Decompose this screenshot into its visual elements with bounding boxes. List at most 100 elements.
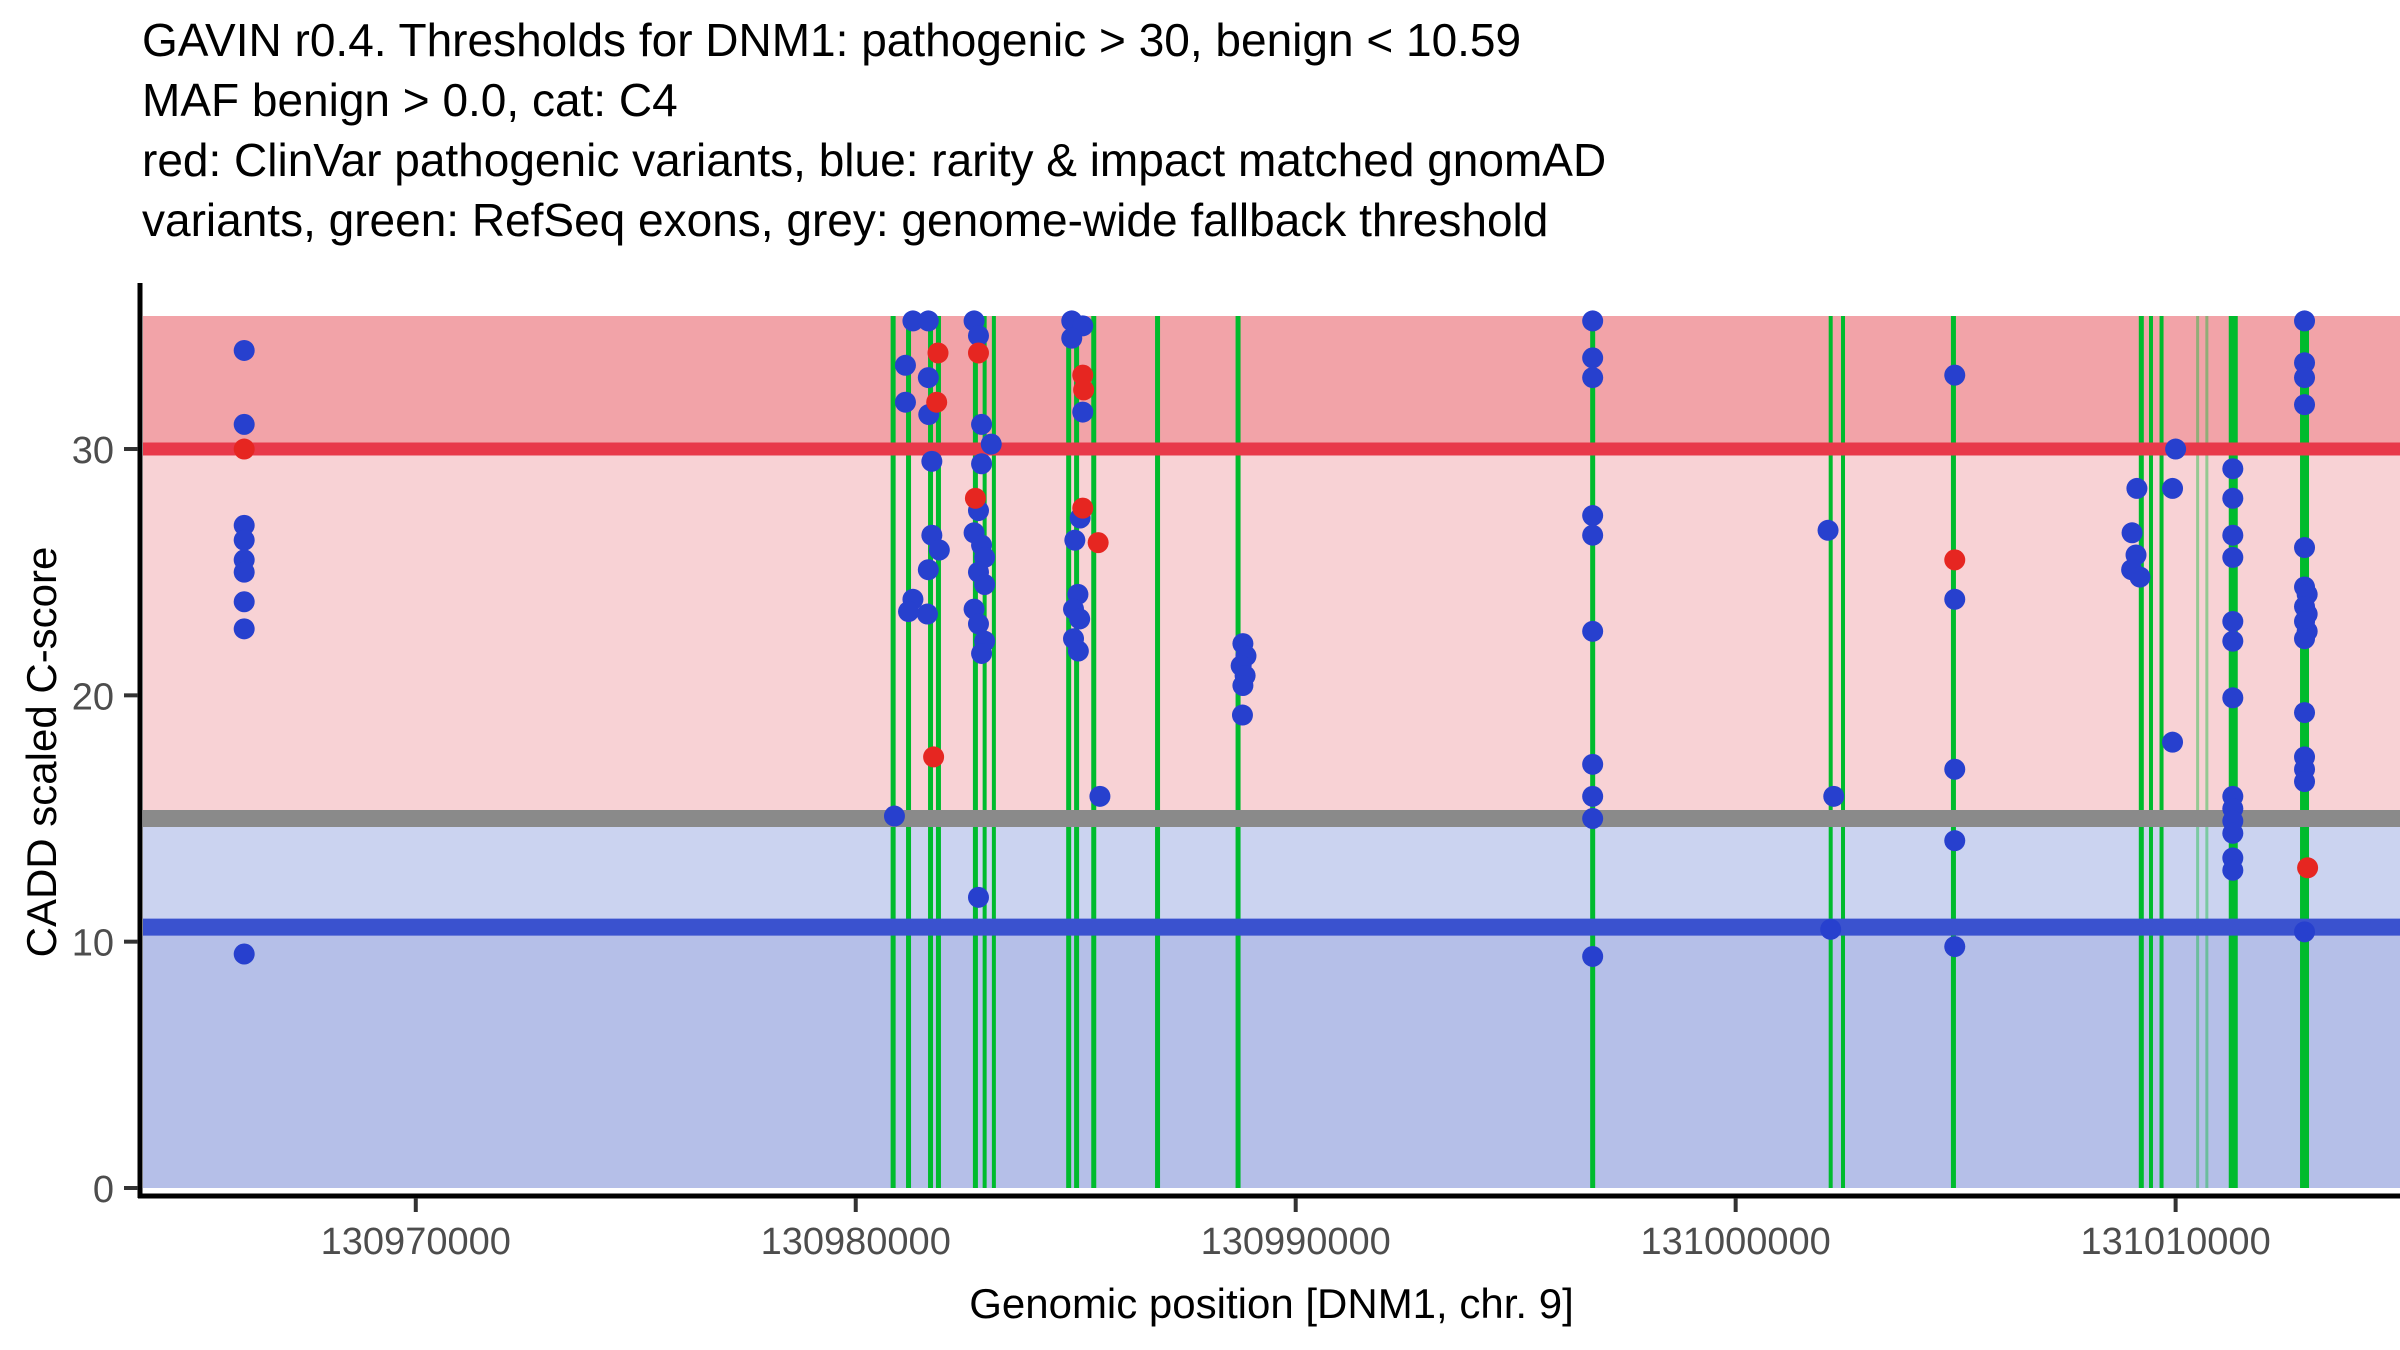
data-point-gnomad — [2294, 628, 2316, 650]
data-point-gnomad — [1067, 640, 1089, 662]
data-point-gnomad — [233, 339, 255, 361]
data-point-gnomad — [894, 391, 916, 413]
data-point-gnomad — [2222, 687, 2244, 709]
x-tick-label: 130970000 — [321, 1221, 511, 1263]
data-point-gnomad — [928, 539, 950, 561]
data-point-gnomad — [2222, 487, 2244, 509]
data-point-gnomad — [2294, 394, 2316, 416]
data-point-gnomad — [1582, 367, 1604, 389]
data-point-gnomad — [1582, 945, 1604, 967]
data-point-clinvar — [1073, 379, 1095, 401]
data-point-gnomad — [1089, 785, 1111, 807]
data-point-gnomad — [894, 354, 916, 376]
data-point-clinvar — [233, 438, 255, 460]
data-point-gnomad — [233, 514, 255, 536]
data-point-gnomad — [1582, 753, 1604, 775]
data-point-gnomad — [233, 561, 255, 583]
x-tick-label: 131010000 — [2081, 1221, 2271, 1263]
chart-title: GAVIN r0.4. Thresholds for DNM1: pathoge… — [142, 10, 1606, 250]
data-point-gnomad — [1944, 758, 1966, 780]
data-point-gnomad — [1064, 529, 1086, 551]
data-point-gnomad — [1582, 310, 1604, 332]
data-point-gnomad — [2294, 771, 2316, 793]
data-point-gnomad — [2222, 630, 2244, 652]
data-point-gnomad — [898, 601, 920, 623]
data-point-gnomad — [1582, 505, 1604, 527]
data-point-gnomad — [233, 618, 255, 640]
data-point-gnomad — [2222, 859, 2244, 881]
data-point-gnomad — [921, 450, 943, 472]
data-point-gnomad — [1582, 808, 1604, 830]
data-point-gnomad — [1582, 620, 1604, 642]
data-point-gnomad — [902, 310, 924, 332]
data-point-gnomad — [967, 613, 989, 635]
data-point-gnomad — [2222, 822, 2244, 844]
data-point-gnomad — [2165, 438, 2187, 460]
y-tick-label: 30 — [72, 430, 114, 472]
chart-title-line-3: red: ClinVar pathogenic variants, blue: … — [142, 134, 1607, 186]
data-point-gnomad — [1232, 674, 1254, 696]
data-point-gnomad — [233, 943, 255, 965]
data-point-clinvar — [1072, 497, 1094, 519]
data-point-gnomad — [233, 591, 255, 613]
data-point-gnomad — [917, 367, 939, 389]
data-point-gnomad — [2294, 367, 2316, 389]
y-tick-label: 0 — [93, 1169, 114, 1211]
chart-title-line-1: GAVIN r0.4. Thresholds for DNM1: pathoge… — [142, 14, 1522, 66]
data-point-gnomad — [883, 805, 905, 827]
data-point-gnomad — [2294, 310, 2316, 332]
data-point-gnomad — [2129, 566, 2151, 588]
x-tick-label: 130980000 — [761, 1221, 951, 1263]
data-point-clinvar — [926, 391, 948, 413]
y-tick-label: 20 — [72, 676, 114, 718]
data-point-gnomad — [2162, 731, 2184, 753]
data-point-gnomad — [1944, 588, 1966, 610]
y-axis-label: CADD scaled C-score — [18, 546, 65, 958]
y-tick-label: 10 — [72, 923, 114, 965]
data-point-gnomad — [1820, 918, 1842, 940]
data-point-gnomad — [1944, 364, 1966, 386]
data-point-gnomad — [233, 413, 255, 435]
data-point-gnomad — [2126, 477, 2148, 499]
data-point-clinvar — [1087, 532, 1109, 554]
x-tick-label: 131000000 — [1641, 1221, 1831, 1263]
data-point-gnomad — [1582, 347, 1604, 369]
data-point-gnomad — [917, 310, 939, 332]
data-point-gnomad — [971, 642, 993, 664]
chart-title-line-4: variants, green: RefSeq exons, grey: gen… — [142, 194, 1549, 246]
data-point-gnomad — [917, 559, 939, 581]
data-point-gnomad — [2162, 477, 2184, 499]
data-point-gnomad — [967, 886, 989, 908]
data-point-gnomad — [1582, 524, 1604, 546]
data-point-clinvar — [964, 487, 986, 509]
data-point-gnomad — [1817, 519, 1839, 541]
data-point-gnomad — [2121, 522, 2143, 544]
data-point-gnomad — [1231, 704, 1253, 726]
data-point-gnomad — [2222, 524, 2244, 546]
data-point-gnomad — [980, 433, 1002, 455]
data-point-clinvar — [1944, 549, 1966, 571]
data-point-clinvar — [923, 746, 945, 768]
x-axis-label: Genomic position [DNM1, chr. 9] — [969, 1280, 1574, 1327]
data-point-gnomad — [971, 453, 993, 475]
data-point-gnomad — [1582, 785, 1604, 807]
plot-band-uncertain-upper — [143, 449, 2400, 819]
data-point-gnomad — [2294, 352, 2316, 374]
plot-band-uncertain-lower — [143, 818, 2400, 928]
data-point-gnomad — [2222, 546, 2244, 568]
data-point-gnomad — [916, 603, 938, 625]
chart-title-line-2: MAF benign > 0.0, cat: C4 — [142, 74, 678, 126]
data-point-gnomad — [2294, 537, 2316, 559]
data-point-gnomad — [974, 573, 996, 595]
data-point-gnomad — [1944, 830, 1966, 852]
plot-band-pathogenic-zone — [143, 316, 2400, 450]
data-point-gnomad — [1823, 785, 1845, 807]
data-point-gnomad — [2294, 921, 2316, 943]
data-point-gnomad — [2222, 610, 2244, 632]
x-tick-label: 130990000 — [1201, 1221, 1391, 1263]
data-point-clinvar — [2297, 857, 2319, 879]
data-point-gnomad — [1061, 327, 1083, 349]
data-point-clinvar — [967, 342, 989, 364]
